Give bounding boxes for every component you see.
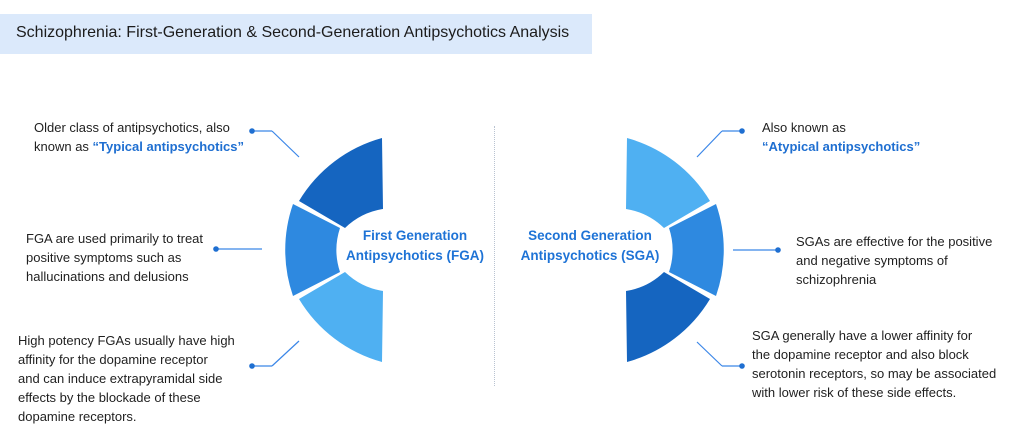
fga-arc-bottom-segment (299, 272, 383, 362)
fga-note-potency-line: and can induce extrapyramidal side (18, 371, 223, 386)
fga-center-label: First Generation Antipsychotics (FGA) (330, 226, 500, 266)
fga-typical-highlight: “Typical antipsychotics” (92, 139, 245, 154)
sga-note-affinity-line: with lower risk of these side effects. (752, 385, 957, 400)
sga-connector-top (696, 128, 745, 158)
page-title: Schizophrenia: First-Generation & Second… (16, 24, 570, 41)
fga-arc-top-segment (299, 138, 383, 228)
sga-note-effective-line: SGAs are effective for the positive (796, 234, 993, 249)
sga-note-effective: SGAs are effective for the positive and … (796, 232, 1011, 289)
fga-note-typical-line2: known as “Typical antipsychotics” (34, 137, 254, 156)
fga-note-potency-line: dopamine receptors. (18, 409, 137, 424)
sga-atypical-highlight: “Atypical antipsychotics” (762, 139, 921, 154)
sga-note-atypical-line1: Also known as (762, 120, 846, 135)
fga-connector-middle (213, 246, 262, 252)
sga-note-affinity-line: serotonin receptors, so may be associate… (752, 366, 997, 381)
sga-note-affinity-line: the dopamine receptor and also block (752, 347, 969, 362)
fga-connector-bottom (249, 340, 300, 369)
fga-note-potency-line: affinity for the dopamine receptor (18, 352, 208, 367)
fga-connector-top (249, 128, 300, 158)
fga-note-positive-line: hallucinations and delusions (26, 269, 189, 284)
fga-arc-middle-segment (285, 204, 340, 296)
fga-note-positive: FGA are used primarily to treat positive… (26, 229, 226, 286)
center-divider (494, 126, 495, 386)
fga-note-typical: Older class of antipsychotics, also know… (34, 118, 254, 156)
fga-note-typical-prefix: known as (34, 139, 93, 154)
fga-note-potency-line: High potency FGAs usually have high (18, 333, 235, 348)
fga-note-positive-line: positive symptoms such as (26, 250, 182, 265)
sga-note-effective-line: schizophrenia (796, 272, 877, 287)
sga-center-line2: Antipsychotics (SGA) (520, 248, 660, 263)
sga-connector-middle (733, 247, 781, 253)
sga-note-affinity: SGA generally have a lower affinity for … (752, 326, 1017, 402)
fga-note-typical-line1: Older class of antipsychotics, also (34, 120, 230, 135)
fga-note-positive-line: FGA are used primarily to treat (26, 231, 204, 246)
sga-center-line1: Second Generation (528, 228, 652, 243)
sga-note-effective-line: and negative symptoms of (796, 253, 948, 268)
fga-center-line2: Antipsychotics (FGA) (345, 248, 484, 263)
sga-connector-bottom (696, 341, 745, 369)
fga-note-potency: High potency FGAs usually have high affi… (18, 331, 253, 426)
sga-note-atypical: Also known as “Atypical antipsychotics” (762, 118, 962, 156)
fga-note-potency-line: effects by the blockade of these (18, 390, 201, 405)
sga-arc-bottom-segment (626, 272, 710, 362)
title-bar: Schizophrenia: First-Generation & Second… (0, 14, 592, 54)
sga-center-label: Second Generation Antipsychotics (SGA) (505, 226, 675, 266)
sga-arc-top-segment (626, 138, 710, 228)
sga-arc-middle-segment (669, 204, 724, 296)
sga-note-affinity-line: SGA generally have a lower affinity for (752, 328, 973, 343)
fga-center-line1: First Generation (362, 228, 468, 243)
